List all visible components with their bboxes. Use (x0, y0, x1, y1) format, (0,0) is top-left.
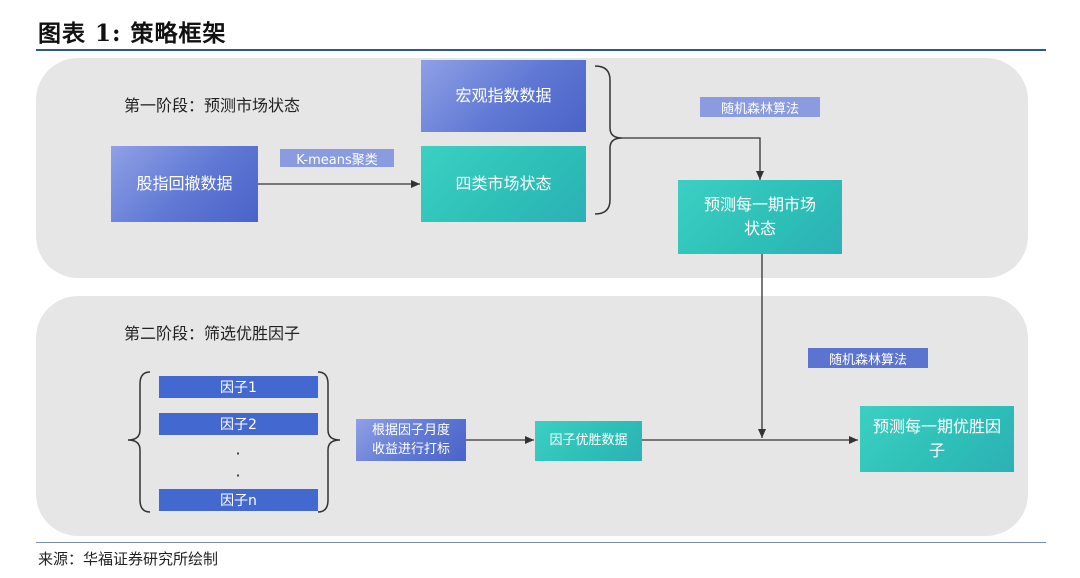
factors-right-brace (317, 371, 341, 513)
stage2-label: 第二阶段：筛选优胜因子 (124, 324, 301, 343)
index-drawdown-data-box: 股指回撤数据 (111, 146, 258, 222)
kmeans-tag: K-means聚类 (280, 149, 394, 168)
source-rule (36, 542, 1046, 543)
monthly-return-scoring-box: 根据因子月度收益进行打标 (356, 419, 466, 461)
brace-to-predict-arrow (622, 137, 764, 180)
factor-winner-data-box: 因子优胜数据 (535, 421, 642, 461)
figure-title: 图表 1: 策略框架 (38, 20, 227, 47)
ellipsis-dot-1: · (235, 444, 241, 463)
random-forest-tag-stage1: 随机森林算法 (700, 97, 820, 117)
factor-bar-2: 因子2 (159, 413, 318, 435)
ellipsis-dot-2: · (235, 466, 241, 485)
market-states-box: 四类市场状态 (421, 146, 586, 222)
predict-winning-factor-box: 预测每一期优胜因子 (860, 406, 1014, 472)
factor-bar-1: 因子1 (159, 376, 318, 398)
stage1-brace (594, 65, 623, 215)
title-rule (36, 49, 1046, 51)
stage1-label: 第一阶段：预测市场状态 (124, 96, 301, 115)
random-forest-tag-stage2: 随机森林算法 (808, 348, 928, 368)
predict-market-state-box: 预测每一期市场状态 (678, 180, 842, 254)
source-note: 来源：华福证券研究所绘制 (38, 550, 219, 568)
factor-bar-n: 因子n (159, 489, 318, 511)
factors-left-brace (127, 371, 151, 513)
macro-index-data-box: 宏观指数数据 (421, 60, 586, 132)
